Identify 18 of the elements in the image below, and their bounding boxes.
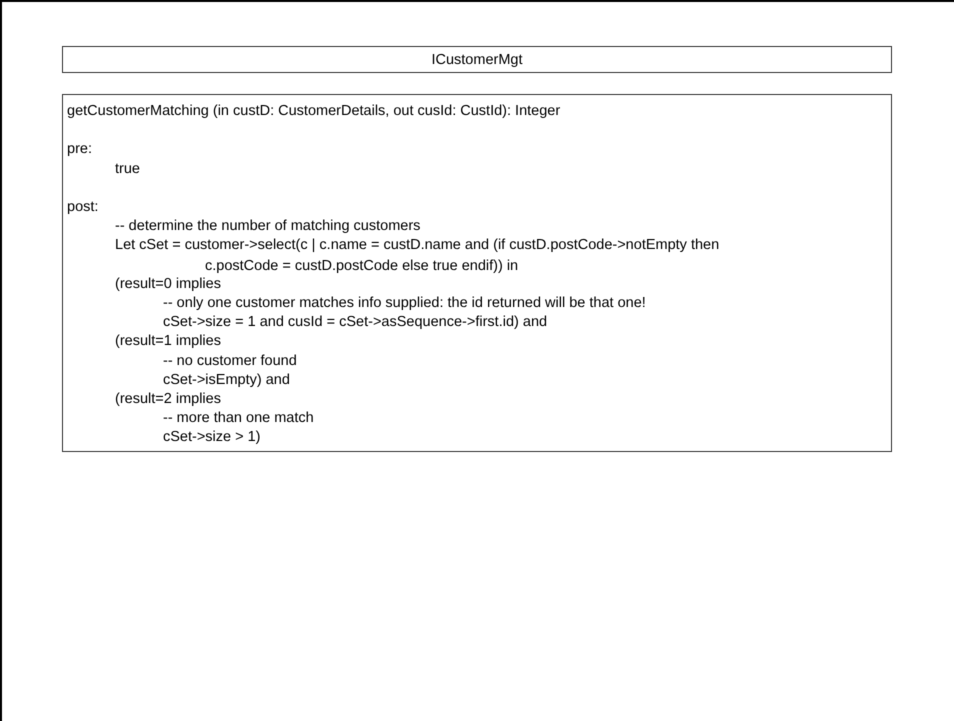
condition-text: true: [115, 160, 141, 179]
section-label: pre:: [67, 140, 93, 160]
comment-text: -- more than one match: [163, 409, 315, 428]
code-text: Let cSet = customer->select(c | c.name = custD.name and (if custD.postCode->notEmpty then c.postCode = custD.postCode else true endif)) in: [115, 236, 720, 276]
code-text: (result=0 implies: [115, 274, 222, 294]
code-text: cSet->isEmpty) and: [163, 370, 291, 390]
code-text: cSet->size = 1 and cusId = cSet->asSequence->first.id) and: [163, 313, 548, 332]
interface-name: ICustomerMgt: [430, 51, 524, 70]
comment-text: -- determine the number of matching customers: [115, 217, 422, 236]
code-text: cSet->size > 1): [163, 428, 262, 448]
comment-text: -- no customer found: [163, 352, 298, 371]
code-text: (result=2 implies: [115, 390, 222, 409]
comment-text: -- only one customer matches info supplied: the id returned will be that one!: [163, 294, 647, 313]
code-text: (result=1 implies: [115, 332, 222, 352]
interface-name-box: [62, 46, 892, 73]
operation-spec-box: [62, 94, 892, 452]
section-label: post:: [67, 198, 100, 217]
signature-text: getCustomerMatching (in custD: CustomerDetails, out cusId: CustId): Integer: [67, 102, 562, 121]
